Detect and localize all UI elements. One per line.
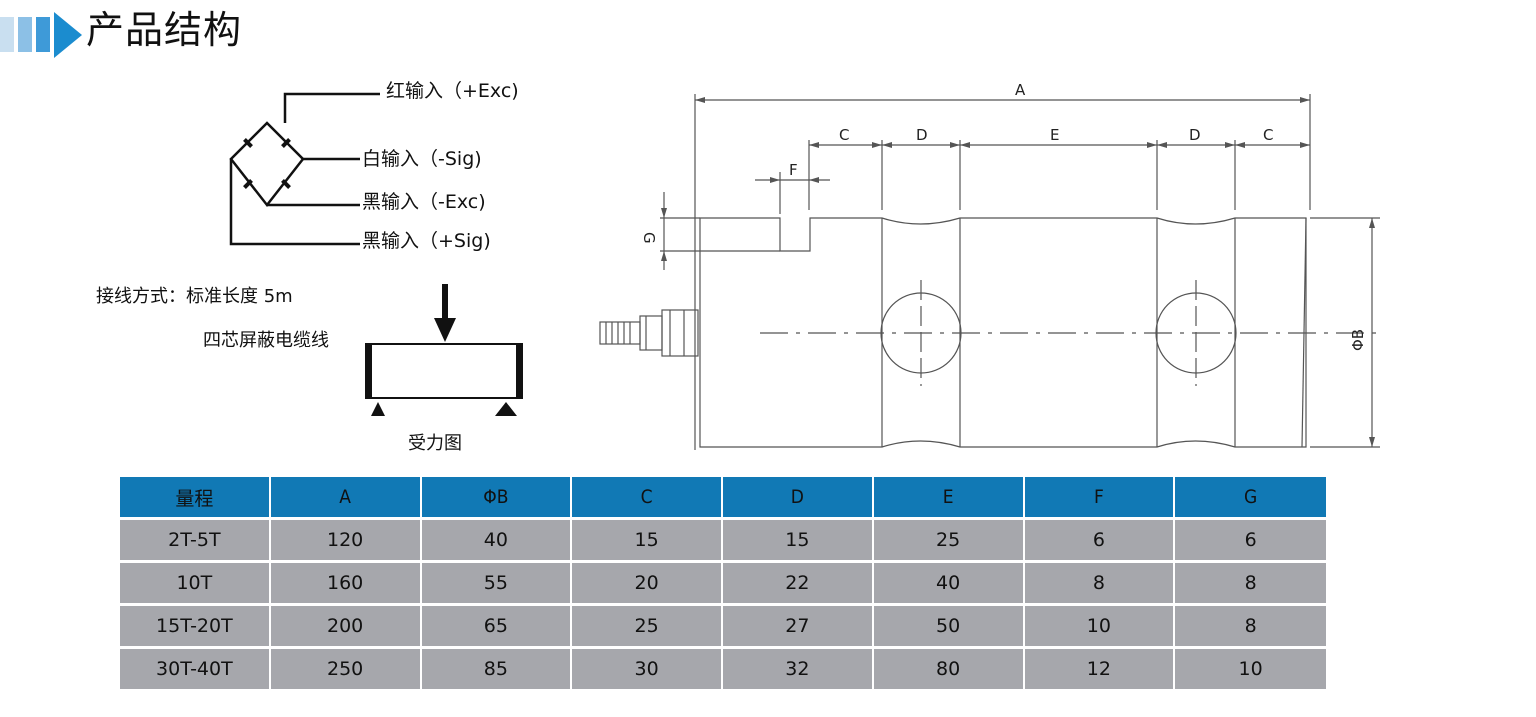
cable-type: 四芯屏蔽电缆线 bbox=[203, 330, 329, 351]
dim-c-right-label: C bbox=[1263, 126, 1273, 144]
cell: 200 bbox=[270, 603, 422, 646]
cell: 160 bbox=[270, 560, 422, 603]
cell: 20 bbox=[572, 560, 723, 603]
header-accent-bar-3 bbox=[36, 17, 50, 52]
cell: 50 bbox=[873, 603, 1025, 646]
cell: 15 bbox=[723, 517, 874, 560]
cell: 30T-40T bbox=[120, 646, 271, 689]
dim-d-left-label: D bbox=[916, 126, 928, 144]
cell: 6 bbox=[1175, 517, 1326, 560]
force-diagram-caption: 受力图 bbox=[408, 433, 462, 454]
cell: 80 bbox=[873, 646, 1025, 689]
cell: 8 bbox=[1024, 560, 1176, 603]
dim-d-right-label: D bbox=[1189, 126, 1201, 144]
col-a: A bbox=[270, 477, 422, 517]
dim-a-label: A bbox=[1015, 81, 1026, 99]
header-arrow-icon bbox=[54, 12, 82, 58]
cell: 15 bbox=[572, 517, 723, 560]
cell: 40 bbox=[421, 517, 573, 560]
table-row: 2T-5T 120 40 15 15 25 6 6 bbox=[120, 517, 1326, 560]
cell: 8 bbox=[1175, 560, 1326, 603]
cell: 55 bbox=[421, 560, 573, 603]
load-cell-drawing: A C D E D C F G ΦB bbox=[599, 81, 1380, 450]
spec-table: 量程 A ΦB C D E F G 2T-5T 120 40 15 15 25 … bbox=[120, 477, 1326, 689]
wire-red-label: 红输入（+Exc) bbox=[386, 80, 519, 102]
dim-g-label: G bbox=[640, 232, 658, 244]
cell: 2T-5T bbox=[120, 517, 271, 560]
cell: 6 bbox=[1024, 517, 1176, 560]
col-e: E bbox=[873, 477, 1025, 517]
cell: 65 bbox=[421, 603, 573, 646]
col-g: G bbox=[1175, 477, 1326, 517]
header-accent-bar-2 bbox=[18, 17, 32, 52]
wire-white-label: 白输入（-Sig) bbox=[362, 148, 482, 170]
dim-f-label: F bbox=[789, 161, 798, 179]
cell: 10T bbox=[120, 560, 271, 603]
cell: 25 bbox=[873, 517, 1025, 560]
header-accent-bar-1 bbox=[0, 17, 14, 52]
cell: 120 bbox=[270, 517, 422, 560]
table-row: 15T-20T 200 65 25 27 50 10 8 bbox=[120, 603, 1326, 646]
col-range: 量程 bbox=[120, 477, 271, 517]
cell: 8 bbox=[1175, 603, 1326, 646]
cell: 25 bbox=[572, 603, 723, 646]
col-f: F bbox=[1024, 477, 1176, 517]
cell: 32 bbox=[723, 646, 874, 689]
cell: 10 bbox=[1175, 646, 1326, 689]
cell: 15T-20T bbox=[120, 603, 271, 646]
connection-method: 接线方式：标准长度 5m bbox=[96, 286, 293, 307]
wire-black-sig-label: 黑输入（+Sig) bbox=[362, 230, 491, 252]
cell: 85 bbox=[421, 646, 573, 689]
cell: 22 bbox=[723, 560, 874, 603]
col-c: C bbox=[572, 477, 723, 517]
cell: 10 bbox=[1024, 603, 1176, 646]
page-title: 产品结构 bbox=[86, 8, 243, 52]
cell: 30 bbox=[572, 646, 723, 689]
cell: 12 bbox=[1024, 646, 1176, 689]
col-d: D bbox=[723, 477, 874, 517]
cell: 250 bbox=[270, 646, 422, 689]
force-diagram bbox=[365, 284, 523, 416]
table-header-row: 量程 A ΦB C D E F G bbox=[120, 477, 1326, 517]
cell: 27 bbox=[723, 603, 874, 646]
wire-black-exc-label: 黑输入（-Exc) bbox=[362, 191, 486, 213]
dim-c-left-label: C bbox=[839, 126, 849, 144]
table-row: 10T 160 55 20 22 40 8 8 bbox=[120, 560, 1326, 603]
wheatstone-bridge-diagram bbox=[229, 92, 380, 246]
dim-b-label: ΦB bbox=[1349, 329, 1367, 351]
dim-e-label: E bbox=[1050, 126, 1059, 144]
cell: 40 bbox=[873, 560, 1025, 603]
col-b: ΦB bbox=[421, 477, 573, 517]
table-row: 30T-40T 250 85 30 32 80 12 10 bbox=[120, 646, 1326, 689]
